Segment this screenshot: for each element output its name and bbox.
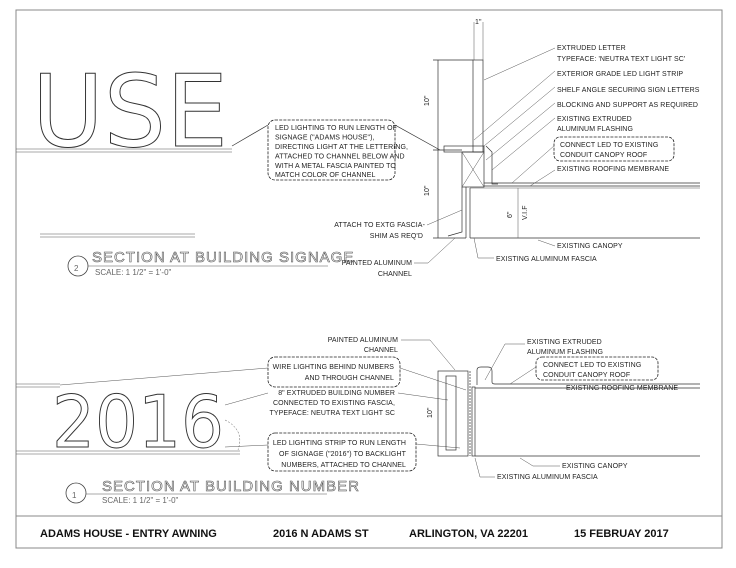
svg-text:1: 1 [72, 491, 77, 500]
svg-text:10": 10" [427, 407, 434, 418]
number-section-detail: 10" [427, 366, 700, 457]
svg-text:DIRECTING LIGHT AT THE LETTERI: DIRECTING LIGHT AT THE LETTERING, [275, 144, 408, 151]
section-building-number: 2016 PAINTED ALUMINUM CHANNEL WIRE LIGHT… [16, 337, 700, 505]
svg-text:CONNECTED TO EXISTING FASCIA,: CONNECTED TO EXISTING FASCIA, [273, 400, 395, 407]
svg-text:WIRE LIGHTING BEHIND NUMBERS: WIRE LIGHTING BEHIND NUMBERS [273, 364, 395, 371]
svg-text:WITH A METAL FASCIA PAINTED TO: WITH A METAL FASCIA PAINTED TO [275, 163, 396, 170]
signage-notes-right: EXTRUDED LETTER TYPEFACE: 'NEUTRA TEXT L… [473, 45, 700, 263]
number-notes-left: PAINTED ALUMINUM CHANNEL WIRE LIGHTING B… [59, 337, 467, 472]
number-notes-right: EXISTING EXTRUDED ALUMINUM FLASHING CONN… [474, 339, 678, 481]
svg-text:EXISTING CANOPY: EXISTING CANOPY [562, 463, 628, 470]
svg-text:ALUMINUM FLASHING: ALUMINUM FLASHING [557, 126, 633, 133]
signage-section-detail: 1" 10" 10" 6" V.I.F [424, 19, 700, 239]
svg-text:SIGNAGE ("ADAMS HOUSE"),: SIGNAGE ("ADAMS HOUSE"), [275, 135, 375, 142]
svg-text:BLOCKING AND SUPPORT AS REQUIR: BLOCKING AND SUPPORT AS REQUIRED [557, 102, 698, 109]
svg-text:LED LIGHTING STRIP TO RUN LENG: LED LIGHTING STRIP TO RUN LENGTH [273, 440, 406, 447]
svg-text:CONDUIT CANOPY ROOF: CONDUIT CANOPY ROOF [543, 372, 630, 379]
section-title: SECTION AT BUILDING NUMBER [102, 478, 360, 495]
cloud-note-text: LED LIGHTING TO RUN LENGTH OF SIGNAGE ("… [275, 125, 408, 179]
svg-text:1": 1" [475, 19, 482, 26]
svg-text:8" EXTRUDED BUILDING NUMBER: 8" EXTRUDED BUILDING NUMBER [278, 390, 395, 397]
svg-text:MATCH COLOR OF CHANNEL: MATCH COLOR OF CHANNEL [275, 172, 375, 179]
svg-text:CHANNEL: CHANNEL [364, 347, 398, 354]
cloud-note-box [267, 119, 396, 181]
signage-letters: USE [32, 53, 228, 170]
project-city: ARLINGTON, VA 22201 [409, 528, 528, 540]
svg-text:TYPEFACE: 'NEUTRA TEXT LIGHT S: TYPEFACE: 'NEUTRA TEXT LIGHT SC' [557, 56, 685, 63]
title-block: ADAMS HOUSE - ENTRY AWNING 2016 N ADAMS … [40, 528, 669, 540]
svg-text:ATTACHED TO CHANNEL BELOW AND: ATTACHED TO CHANNEL BELOW AND [275, 154, 405, 161]
project-name: ADAMS HOUSE - ENTRY AWNING [40, 528, 217, 540]
svg-text:LED LIGHTING TO RUN LENGTH OF: LED LIGHTING TO RUN LENGTH OF [275, 125, 397, 132]
svg-text:PAINTED ALUMINUM: PAINTED ALUMINUM [328, 337, 398, 344]
svg-text:CONDUIT CANOPY ROOF: CONDUIT CANOPY ROOF [560, 152, 647, 159]
svg-text:CONNECT LED TO EXISTING: CONNECT LED TO EXISTING [543, 362, 641, 369]
svg-text:EXISTING ROOFING MEMBRANE: EXISTING ROOFING MEMBRANE [557, 166, 669, 173]
svg-text:OF SIGNAGE ("2016") TO BACKLIG: OF SIGNAGE ("2016") TO BACKLIGHT [279, 451, 407, 458]
svg-text:NUMBERS, ATTACHED TO CHANNEL: NUMBERS, ATTACHED TO CHANNEL [281, 462, 406, 469]
section-scale: SCALE: 1 1/2" = 1'-0" [95, 268, 172, 277]
svg-text:EXTERIOR GRADE LED LIGHT STRIP: EXTERIOR GRADE LED LIGHT STRIP [557, 71, 683, 78]
svg-text:6": 6" [507, 211, 514, 218]
section-number-bubble [65, 482, 87, 504]
svg-text:EXISTING CANOPY: EXISTING CANOPY [557, 243, 623, 250]
svg-text:PAINTED ALUMINUM: PAINTED ALUMINUM [342, 260, 412, 267]
building-number-digits: 2016 [52, 380, 224, 464]
svg-text:ALUMINUM FLASHING: ALUMINUM FLASHING [527, 349, 603, 356]
svg-text:EXISTING EXTRUDED: EXISTING EXTRUDED [557, 116, 632, 123]
svg-text:2: 2 [74, 264, 79, 273]
svg-text:ATTACH TO EXTG FASCIA-: ATTACH TO EXTG FASCIA- [334, 222, 425, 229]
section-title: SECTION AT BUILDING SIGNAGE [92, 249, 354, 266]
svg-text:EXISTING EXTRUDED: EXISTING EXTRUDED [527, 339, 602, 346]
svg-text:10": 10" [424, 95, 431, 106]
svg-text:AND THROUGH CHANNEL: AND THROUGH CHANNEL [305, 375, 394, 382]
project-address: 2016 N ADAMS ST [273, 528, 369, 540]
sheet-border [15, 9, 723, 549]
svg-text:CHANNEL: CHANNEL [378, 271, 412, 278]
svg-text:V.I.F: V.I.F [522, 205, 529, 220]
svg-text:EXTRUDED LETTER: EXTRUDED LETTER [557, 45, 626, 52]
section-scale: SCALE: 1 1/2" = 1'-0" [102, 496, 179, 505]
leader-line [231, 124, 269, 147]
svg-text:EXISTING ALUMINUM FASCIA: EXISTING ALUMINUM FASCIA [497, 474, 598, 481]
svg-text:SHELF ANGLE SECURING SIGN LETT: SHELF ANGLE SECURING SIGN LETTERS [557, 87, 700, 94]
svg-text:SHIM AS REQ'D: SHIM AS REQ'D [370, 233, 423, 240]
svg-text:TYPEFACE: NEUTRA TEXT LIGHT SC: TYPEFACE: NEUTRA TEXT LIGHT SC [269, 410, 395, 417]
svg-text:EXISTING ROOFING MEMBRANE: EXISTING ROOFING MEMBRANE [566, 385, 678, 392]
svg-text:CONNECT LED TO EXISTING: CONNECT LED TO EXISTING [560, 142, 658, 149]
svg-text:EXISTING ALUMINUM FASCIA: EXISTING ALUMINUM FASCIA [496, 256, 597, 263]
section-building-signage: USE LED LIGHTING TO RUN LENGTH OF SIGNAG… [16, 19, 700, 278]
svg-text:10": 10" [424, 185, 431, 196]
drawing-date: 15 FEBRUAY 2017 [574, 528, 669, 540]
signage-notes-left: ATTACH TO EXTG FASCIA- SHIM AS REQ'D PAI… [334, 209, 463, 278]
